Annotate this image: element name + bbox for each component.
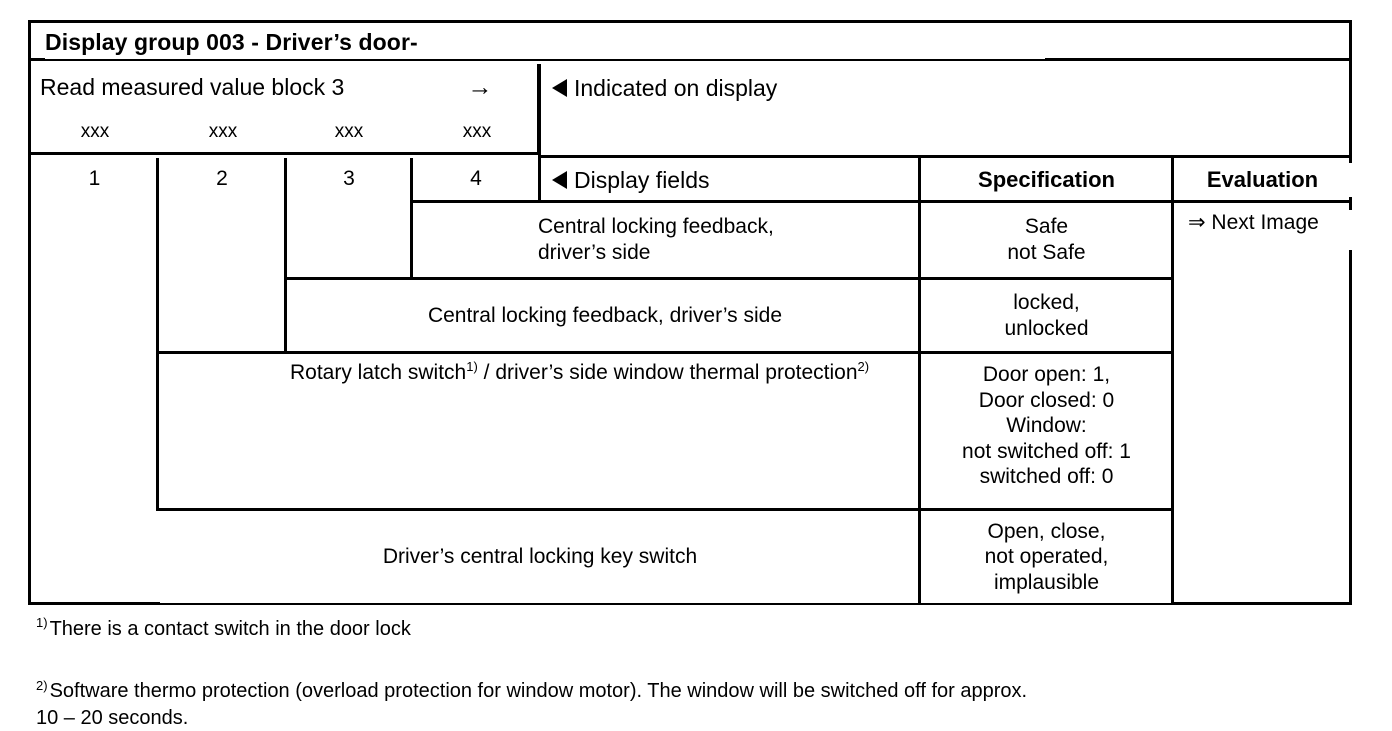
row-3-bottom-rule	[156, 508, 1173, 511]
right-arrow-icon: →	[455, 70, 505, 104]
footnote-1: 1)There is a contact switch in the door …	[36, 616, 1336, 642]
specification-header: Specification	[920, 163, 1173, 197]
display-fields-label: Display fields	[574, 166, 710, 193]
footnote-ref-2: 2)	[857, 359, 870, 374]
evaluation-left-rule	[1171, 158, 1174, 605]
row-1-display-field: Central locking feedback, driver’s side	[420, 203, 920, 277]
row-1-bottom-rule	[284, 277, 1173, 280]
header-band-divider	[540, 155, 1352, 158]
read-value-1: xxx	[50, 118, 140, 146]
evaluation-header: Evaluation	[1173, 163, 1352, 197]
triangle-left-icon-display-fields	[552, 171, 567, 189]
column-divider-4-fields	[538, 64, 541, 203]
column-header-bottom-rule	[412, 200, 1352, 203]
row-2-display-field: Central locking feedback, driver’s side	[290, 280, 920, 351]
column-divider-1-2	[156, 158, 159, 510]
page-title: Display group 003 - Driver’s door-	[45, 25, 1045, 59]
footnote-1-text: There is a contact switch in the door lo…	[49, 618, 411, 640]
indicated-on-display-header: Indicated on display	[552, 71, 1052, 105]
footnote-2: 2)Software thermo protection (overload p…	[36, 652, 1366, 731]
footnote-2-marker: 2)	[36, 677, 48, 693]
read-value-3: xxx	[304, 118, 394, 146]
read-value-4: xxx	[432, 118, 522, 146]
column-number-3: 3	[286, 160, 412, 198]
indicated-on-display-label: Indicated on display	[574, 74, 778, 101]
column-number-4: 4	[412, 160, 540, 198]
row-2-bottom-rule	[156, 351, 1173, 354]
column-divider-3-4	[410, 158, 413, 279]
display-fields-header: Display fields	[552, 163, 912, 197]
row-2-specification: locked, unlocked	[920, 280, 1173, 351]
column-divider-2-3	[284, 158, 287, 353]
footnote-1-marker: 1)	[36, 615, 48, 631]
row-1-specification: Safe not Safe	[920, 203, 1173, 277]
read-measured-value-label: Read measured value block 3	[40, 70, 460, 104]
footnote-2-text: Software thermo protection (overload pro…	[36, 680, 1028, 729]
triangle-left-icon-indicated	[552, 79, 567, 97]
evaluation-value: ⇒ Next Image	[1176, 210, 1352, 250]
row-3-display-field-text: Rotary latch switch1) / driver’s side wi…	[290, 359, 870, 384]
row-4-specification: Open, close, not operated, implausible	[920, 511, 1173, 603]
specification-left-rule	[918, 158, 921, 605]
row-3-specification: Door open: 1, Door closed: 0 Window: not…	[920, 360, 1173, 505]
read-value-2: xxx	[178, 118, 268, 146]
row-3-display-field: Rotary latch switch1) / driver’s side wi…	[290, 360, 910, 505]
column-number-1: 1	[31, 160, 158, 198]
column-number-2: 2	[158, 160, 286, 198]
row-4-display-field: Driver’s central locking key switch	[160, 511, 920, 603]
footnote-ref-1: 1)	[466, 359, 478, 374]
